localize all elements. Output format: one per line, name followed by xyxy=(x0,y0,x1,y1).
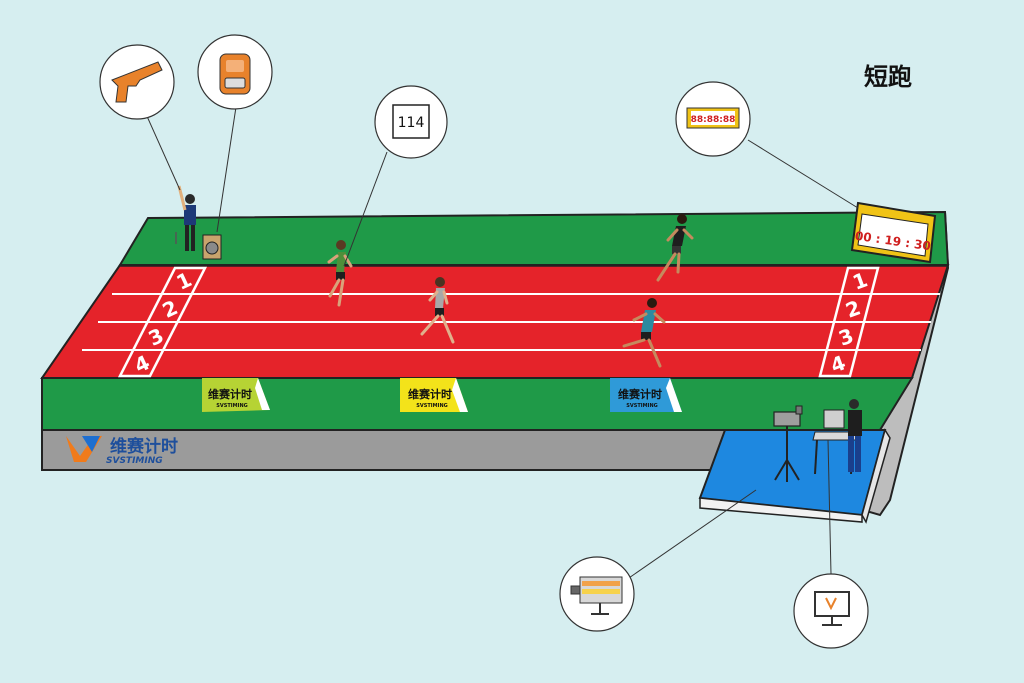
starter-pistol-icon xyxy=(111,61,163,103)
banner-3-en: SVSTIMING xyxy=(626,403,657,409)
logo-en: SVSTIMING xyxy=(106,456,163,466)
monitor-icon xyxy=(814,591,850,626)
small-display-text: 88:88:88 xyxy=(691,115,736,125)
runner-4 xyxy=(622,298,666,368)
lane-lines xyxy=(82,293,940,351)
banner-3-cn: 维赛计时 xyxy=(618,387,662,401)
grass-far xyxy=(118,210,950,266)
speaker-icon xyxy=(219,53,251,95)
photo-finish-camera-icon xyxy=(570,576,623,615)
callout-led-display: 88:88:88 xyxy=(675,81,751,157)
bib-number: 114 xyxy=(398,115,425,131)
callout-speaker xyxy=(197,34,273,110)
callout-lines xyxy=(145,106,859,581)
callout-starter-pistol xyxy=(99,44,175,120)
banner-2-en: SVSTIMING xyxy=(416,403,447,409)
tripod-camera xyxy=(773,405,803,482)
bib-number-icon xyxy=(392,104,430,139)
page-title: 短跑 xyxy=(864,63,912,91)
banner-2: 维赛计时 SVSTIMING xyxy=(400,378,468,412)
banner-1-en: SVSTIMING xyxy=(216,403,247,409)
laptop xyxy=(823,409,845,429)
speaker xyxy=(202,234,222,260)
brand-logo: 维赛计时 SVSTIMING xyxy=(66,436,178,466)
banner-1: 维赛计时 SVSTIMING xyxy=(202,378,270,412)
logo-cn: 维赛计时 xyxy=(110,436,178,457)
runner-3 xyxy=(656,214,694,282)
callout-photo-finish-camera xyxy=(559,556,635,632)
operator-desk xyxy=(812,399,862,475)
banner-2-cn: 维赛计时 xyxy=(408,387,452,401)
callout-bib: 114 xyxy=(374,85,448,159)
banner-1-cn: 维赛计时 xyxy=(208,387,252,401)
runner-2 xyxy=(420,277,455,344)
callout-monitor xyxy=(793,573,869,649)
runner-1 xyxy=(327,240,353,307)
banner-3: 维赛计时 SVSTIMING xyxy=(610,378,682,412)
scoreboard: 00 : 19 : 30 xyxy=(850,201,937,264)
